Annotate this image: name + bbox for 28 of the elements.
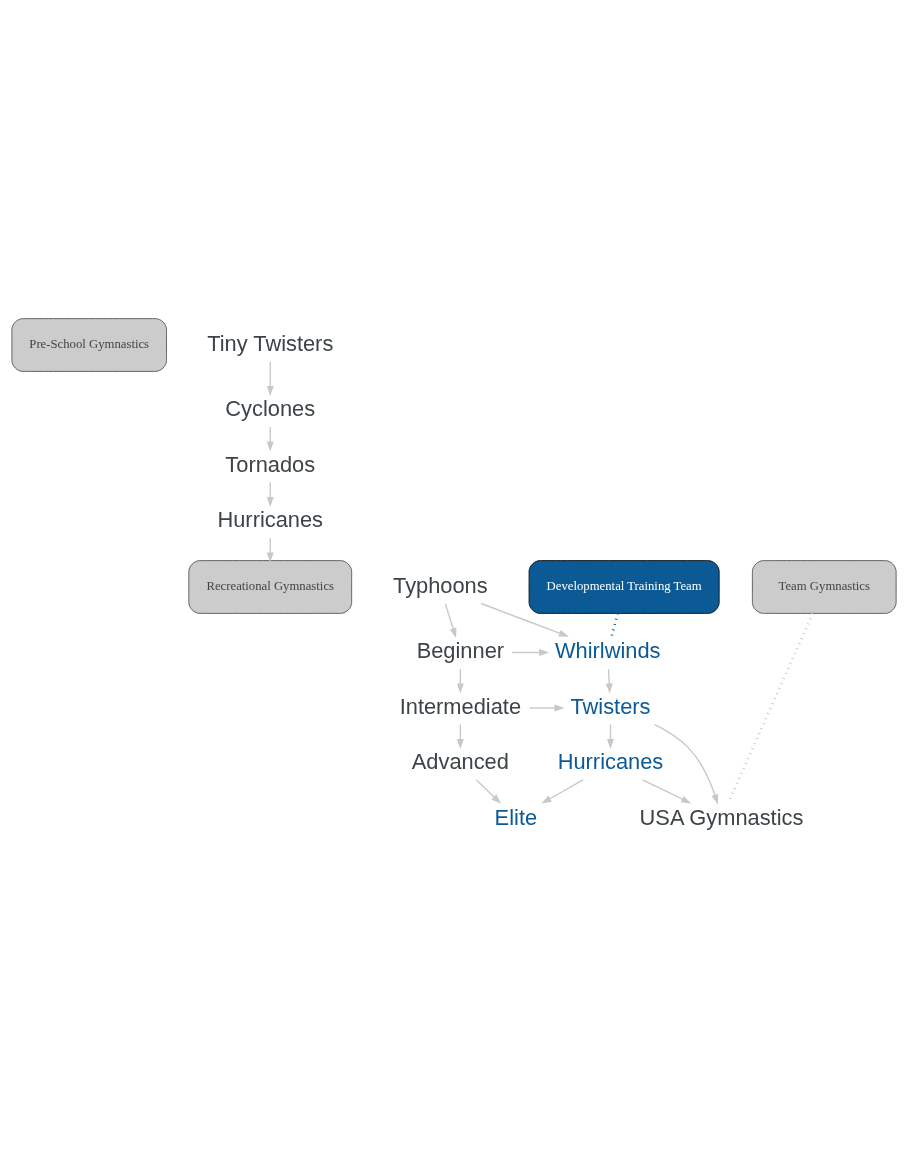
node-box: Developmental Training Team <box>528 560 720 614</box>
node-text: Advanced <box>411 749 509 775</box>
node-text: Typhoons <box>393 572 488 598</box>
arrow <box>528 704 565 712</box>
arrow <box>541 779 584 804</box>
arrow <box>641 779 692 804</box>
node-text: USA Gymnastics <box>639 804 804 830</box>
arrow <box>511 649 550 656</box>
node-text: Beginner <box>416 638 505 664</box>
arrow <box>654 723 719 805</box>
node-text: Elite <box>494 804 538 830</box>
arrow <box>266 361 274 397</box>
arrow <box>475 779 502 804</box>
arrow <box>605 668 613 694</box>
node-text: Hurricanes <box>217 507 324 533</box>
connector <box>610 613 619 637</box>
node-box: Recreational Gymnastics <box>188 560 353 614</box>
node-text: Tornados <box>225 451 316 477</box>
node-text: Tiny Twisters <box>207 330 334 356</box>
node-text: Hurricanes <box>557 749 664 775</box>
arrow <box>480 602 569 637</box>
node-text: Whirlwinds <box>554 638 661 664</box>
node-text: Intermediate <box>399 693 522 719</box>
arrow <box>444 602 457 638</box>
node-text: Cyclones <box>225 396 316 422</box>
node-text: Twisters <box>570 693 651 719</box>
node-box: Pre-School Gymnastics <box>11 318 167 372</box>
node-box: Team Gymnastics <box>751 560 897 614</box>
